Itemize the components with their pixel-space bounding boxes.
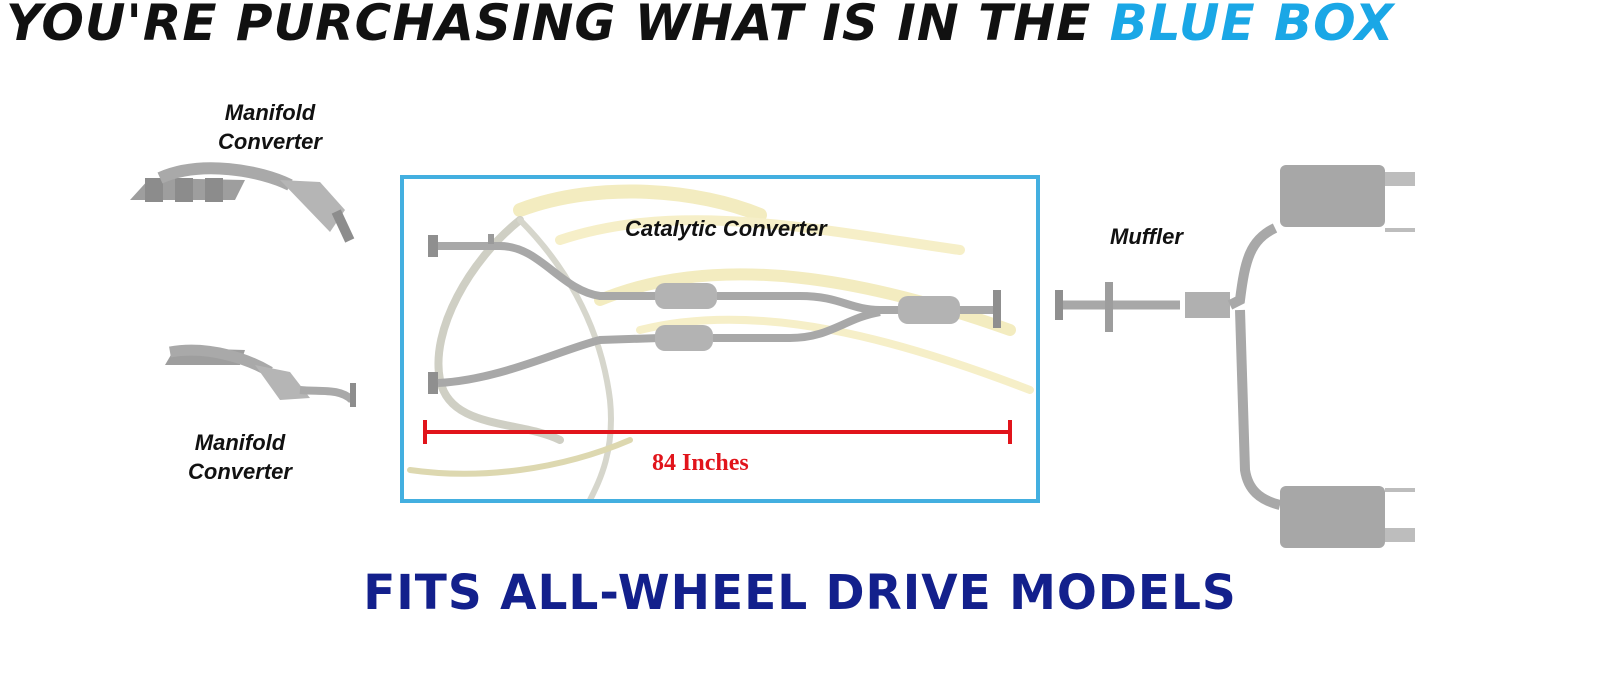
headline: YOU'RE PURCHASING WHAT IS IN THE BLUE BO… [6, 0, 1596, 54]
blue-box-outline [400, 175, 1040, 503]
manifold-converter-top-image [130, 162, 355, 243]
label-line: Converter [218, 129, 322, 154]
muffler-assembly-image [1055, 165, 1415, 548]
label-line: Converter [188, 459, 292, 484]
length-label: 84 Inches [652, 450, 749, 476]
catalytic-converter-label: Catalytic Converter [625, 216, 827, 241]
headline-main: YOU'RE PURCHASING WHAT IS IN THE [6, 0, 1110, 52]
catalytic-ypipe-image [428, 234, 1001, 394]
label-line: Manifold [224, 100, 316, 125]
manifold-converter-bottom-image [165, 344, 356, 407]
muffler-label: Muffler [1110, 224, 1183, 249]
headline-accent: BLUE BOX [1109, 0, 1395, 52]
manifold-converter-bottom-label: Manifold Converter [160, 428, 320, 486]
label-line: Manifold [194, 430, 286, 455]
fitment-footer: FITS ALL-WHEEL DRIVE MODELS [363, 565, 1237, 621]
length-measurement-bar [423, 420, 1012, 444]
manifold-converter-top-label: Manifold Converter [190, 98, 350, 156]
